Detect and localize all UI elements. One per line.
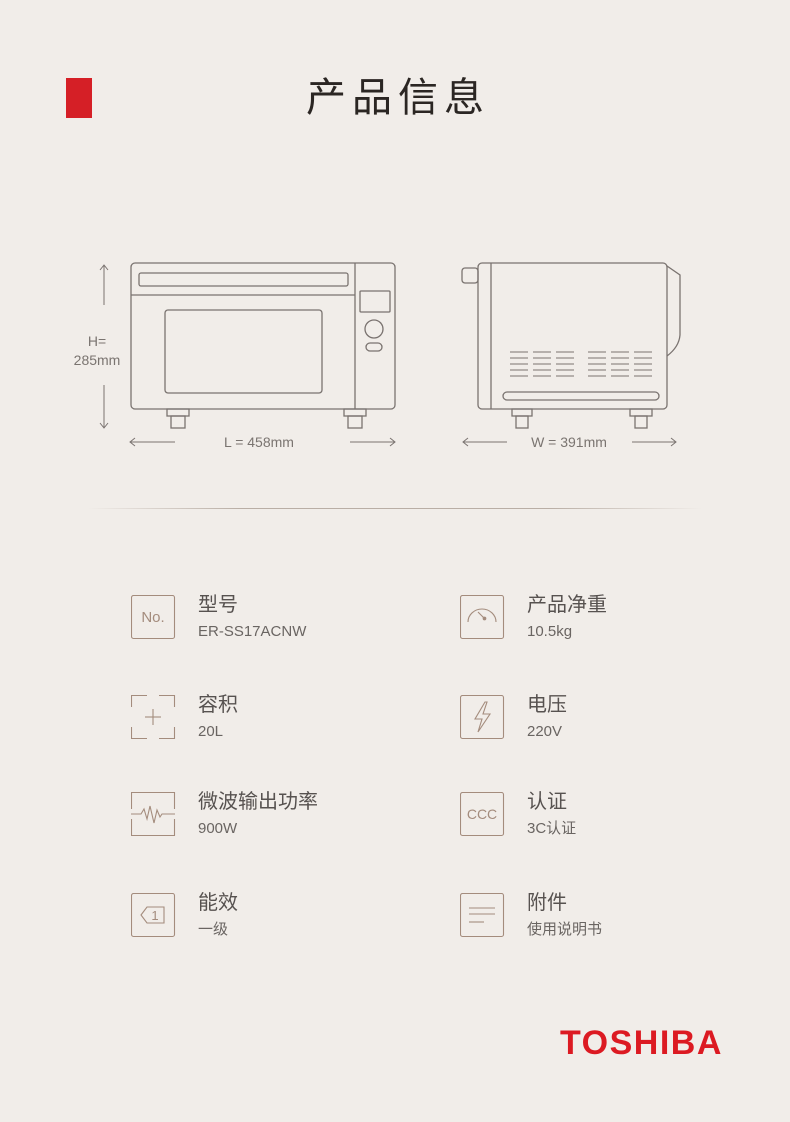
accent-bar	[66, 78, 92, 118]
oven-body-front	[130, 262, 396, 410]
side-view-drawing	[461, 262, 681, 447]
spec-voltage: 电压 220V	[460, 694, 740, 741]
vent-column	[510, 351, 528, 377]
section-divider	[88, 508, 702, 509]
spec-energy-efficiency: 1 能效 一级	[131, 892, 411, 939]
certification-icon: CCC	[460, 792, 505, 837]
length-label: L = 458mm	[224, 434, 294, 450]
spec-value: 900W	[198, 820, 238, 837]
gauge-icon	[460, 595, 505, 640]
spec-weight: 产品净重 10.5kg	[460, 594, 740, 641]
spec-name: 微波输出功率	[198, 791, 318, 813]
spec-value: 3C认证	[527, 820, 577, 837]
left-foot	[511, 408, 533, 417]
spec-value: 一级	[198, 921, 229, 938]
spec-name: 产品净重	[527, 594, 607, 616]
length-arrow-left	[129, 437, 175, 447]
control-display	[359, 290, 391, 313]
model-icon-text: No.	[141, 609, 164, 626]
spec-name: 附件	[527, 892, 567, 914]
rear-bump	[666, 265, 681, 357]
capacity-icon	[131, 695, 176, 740]
right-foot-stem	[634, 415, 648, 429]
toshiba-logo: TOSHIBA	[560, 1024, 723, 1062]
vent-column	[634, 351, 652, 377]
spec-name: 电压	[527, 694, 567, 716]
height-value: 285mm	[73, 352, 121, 368]
left-foot	[166, 408, 190, 417]
left-foot-stem	[515, 415, 529, 429]
spec-capacity: 容积 20L	[131, 694, 411, 741]
width-arrow-right	[632, 437, 677, 447]
height-dimension: H= 285mm	[62, 332, 132, 370]
spec-name: 型号	[198, 594, 238, 616]
side-vents	[510, 351, 652, 377]
right-foot	[629, 408, 653, 417]
height-arrows	[99, 264, 109, 429]
spec-value: 10.5kg	[527, 623, 573, 640]
left-foot-stem	[170, 415, 186, 429]
document-icon	[460, 893, 505, 938]
spec-value: 使用说明书	[527, 921, 603, 938]
height-label: H=	[87, 333, 107, 349]
spec-name: 认证	[527, 791, 567, 813]
right-foot-stem	[347, 415, 363, 429]
height-arrow-up	[99, 264, 109, 305]
spec-name: 容积	[198, 694, 238, 716]
length-arrow-right	[350, 437, 396, 447]
spec-certification: CCC 认证 3C认证	[460, 791, 740, 838]
lightning-icon	[460, 695, 505, 740]
front-view-drawing	[129, 262, 396, 447]
vent-column	[611, 351, 629, 377]
certification-icon-text: CCC	[467, 806, 497, 822]
spec-value: 20L	[198, 723, 224, 740]
oven-body-side	[477, 262, 668, 410]
spec-model: No. 型号 ER-SS17ACNW	[131, 594, 411, 641]
door-handle-knob	[461, 267, 479, 284]
bottom-bar	[502, 391, 660, 401]
spec-name: 能效	[198, 892, 238, 914]
vent-column	[588, 351, 606, 377]
spec-microwave-power: 微波输出功率 900W	[131, 791, 411, 838]
control-knob	[364, 319, 384, 339]
page-title: 产品信息	[306, 75, 490, 121]
vent-column	[556, 351, 574, 377]
top-vent-slot	[138, 272, 349, 287]
width-arrow-left	[462, 437, 507, 447]
spec-value: ER-SS17ACNW	[198, 623, 307, 640]
spec-value: 220V	[527, 723, 563, 740]
right-foot	[343, 408, 367, 417]
energy-efficiency-icon: 1	[131, 893, 176, 938]
door-window	[164, 309, 323, 394]
width-label: W = 391mm	[531, 434, 607, 450]
vent-column	[533, 351, 551, 377]
model-number-icon: No.	[131, 595, 176, 640]
control-button	[365, 342, 383, 352]
spec-accessories: 附件 使用说明书	[460, 892, 740, 939]
waveform-icon	[131, 792, 176, 837]
height-arrow-down	[99, 385, 109, 429]
energy-icon-text: 1	[151, 908, 158, 923]
